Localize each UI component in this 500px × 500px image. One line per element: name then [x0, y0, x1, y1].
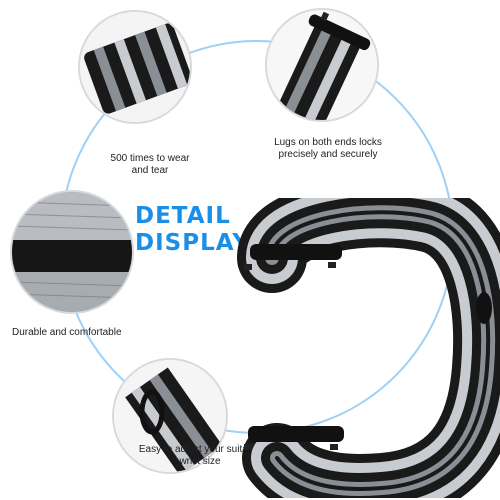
caption-wear-line2: and tear: [131, 165, 169, 176]
lug-illustration: [267, 10, 377, 120]
woven-end-illustration: [80, 12, 190, 122]
detail-circle-wear: [78, 10, 192, 124]
detail-circle-lugs: [265, 8, 379, 122]
headline: DETAIL DISPLAY: [135, 203, 255, 257]
adjust-loop-illustration: [114, 360, 226, 472]
caption-wear-line1: 500 times to wear: [110, 153, 190, 164]
caption-lugs-line1: Lugs on both ends locks: [274, 137, 382, 148]
caption-durable: Durable and comfortable: [12, 327, 162, 339]
caption-adjust: Easy to adjust your suitable wrist size: [130, 444, 270, 468]
main-watch-band: [232, 198, 500, 498]
detail-circle-durable: [10, 190, 134, 314]
caption-durable-line1: Durable and comfortable: [12, 327, 122, 338]
watch-band-illustration: [237, 198, 500, 498]
detail-circle-adjust: [112, 358, 228, 474]
caption-adjust-line1: Easy to adjust your suitable: [138, 444, 262, 455]
fabric-closeup-illustration: [12, 192, 132, 312]
caption-wear: 500 times to wear and tear: [95, 153, 205, 177]
caption-adjust-line2: wrist size: [179, 456, 221, 467]
caption-lugs-line2: precisely and securely: [278, 149, 378, 160]
headline-line2: DISPLAY: [135, 230, 250, 256]
caption-lugs: Lugs on both ends locks precisely and se…: [258, 137, 398, 161]
headline-line1: DETAIL: [135, 203, 231, 229]
